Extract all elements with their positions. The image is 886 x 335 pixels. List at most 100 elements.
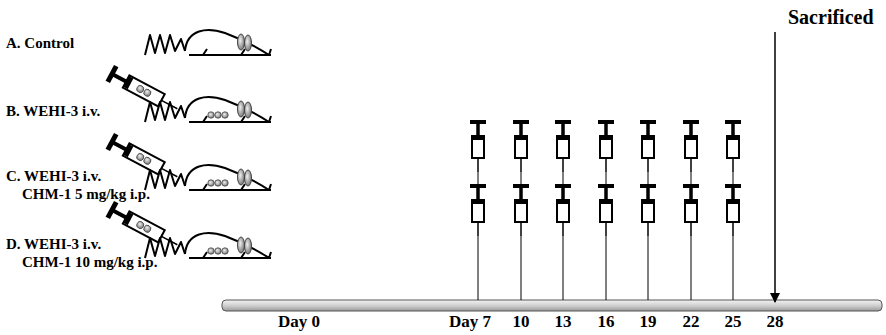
syringe-rod xyxy=(689,122,693,136)
mouse-figure xyxy=(145,233,271,258)
mouse-ear xyxy=(245,102,252,118)
day-label: 16 xyxy=(598,313,615,332)
syringe-rod xyxy=(561,122,565,136)
syringe-needle xyxy=(605,158,607,172)
leukemia-cell xyxy=(208,112,214,118)
syringe-barrel xyxy=(600,136,612,158)
syringe-needle xyxy=(520,222,522,236)
syringe-needle xyxy=(477,222,479,236)
syringe-rod xyxy=(731,122,735,136)
syringe-needle xyxy=(647,222,649,236)
syringe-needle xyxy=(647,158,649,172)
syringe-barrel xyxy=(557,136,569,158)
time-tick xyxy=(563,236,564,300)
injection-syringe xyxy=(108,202,182,253)
syringe-needle xyxy=(732,222,734,236)
syringe-barrel xyxy=(515,136,527,158)
ip-syringe xyxy=(725,122,741,172)
day-label: 28 xyxy=(767,313,784,332)
syringe-plunger xyxy=(516,200,526,204)
day-label: 10 xyxy=(513,313,530,332)
syringe-plunger xyxy=(516,136,526,140)
syringe-plunger xyxy=(473,136,483,140)
mouse-body xyxy=(185,165,271,190)
syringe-plunger xyxy=(686,200,696,204)
leukemia-cell xyxy=(143,156,152,165)
mouse-body xyxy=(185,233,271,258)
mouse-body xyxy=(185,30,271,55)
syringe-barrel xyxy=(472,200,484,222)
leukemia-cell xyxy=(208,248,214,254)
syringe-plunger xyxy=(558,200,568,204)
syringe-rod xyxy=(646,122,650,136)
leukemia-cell xyxy=(208,180,214,186)
day-label: 19 xyxy=(640,313,657,332)
leukemia-cell xyxy=(143,224,152,233)
mouse-ear xyxy=(238,237,245,253)
ip-syringe xyxy=(555,186,571,236)
time-tick xyxy=(606,172,607,186)
mouse-tail xyxy=(145,102,185,122)
syringe-barrel xyxy=(123,143,165,174)
group-label: B. WEHI-3 i.v. xyxy=(6,103,100,120)
syringe-rod xyxy=(561,186,565,200)
mouse-ear xyxy=(238,101,245,117)
syringe-barrel xyxy=(727,200,739,222)
injection-syringe xyxy=(108,66,182,117)
mouse-figure xyxy=(145,30,271,55)
timeline-bar xyxy=(222,300,882,311)
syringe-rod xyxy=(476,186,480,200)
leukemia-cell xyxy=(215,180,221,186)
ip-syringe xyxy=(470,122,486,172)
leukemia-cell xyxy=(222,180,228,186)
syringe-barrel xyxy=(685,200,697,222)
day-label: Day 7 xyxy=(449,313,491,332)
ip-syringe xyxy=(683,122,699,172)
time-tick xyxy=(521,172,522,186)
syringe-barrel xyxy=(472,136,484,158)
syringe-plunger xyxy=(728,136,738,140)
mouse-body xyxy=(185,97,271,122)
syringe-rod xyxy=(112,210,126,218)
syringe-barrel xyxy=(123,75,165,106)
leukemia-cell xyxy=(222,112,228,118)
syringe-needle xyxy=(732,158,734,172)
syringe-needle xyxy=(690,222,692,236)
time-tick xyxy=(606,236,607,300)
syringe-barrel xyxy=(727,136,739,158)
time-tick xyxy=(563,172,564,186)
group-label: CHM-1 5 mg/kg i.p. xyxy=(22,186,150,203)
syringe-rod xyxy=(646,186,650,200)
syringe-needle xyxy=(520,158,522,172)
syringe-plunger xyxy=(601,200,611,204)
group-label: A. Control xyxy=(6,35,74,52)
time-tick xyxy=(521,236,522,300)
leukemia-cell xyxy=(215,248,221,254)
syringe-needle xyxy=(477,158,479,172)
mouse-ear xyxy=(245,238,252,254)
ip-syringe xyxy=(598,122,614,172)
ip-syringe xyxy=(555,122,571,172)
time-tick xyxy=(733,236,734,300)
time-tick xyxy=(648,172,649,186)
time-tick xyxy=(691,236,692,300)
leukemia-cell xyxy=(215,112,221,118)
mouse-figure xyxy=(145,165,271,190)
syringe-barrel xyxy=(642,200,654,222)
syringe-plunger xyxy=(601,136,611,140)
syringe-needle xyxy=(562,222,564,236)
group-label: CHM-1 10 mg/kg i.p. xyxy=(22,254,157,271)
time-tick xyxy=(648,236,649,300)
syringe-needle xyxy=(690,158,692,172)
ip-syringe xyxy=(683,186,699,236)
ip-syringe xyxy=(640,122,656,172)
group-label: C. WEHI-3 i.v. xyxy=(6,168,101,185)
syringe-barrel xyxy=(515,200,527,222)
day-label: 22 xyxy=(683,313,700,332)
leukemia-cell xyxy=(143,88,152,97)
syringe-plunger xyxy=(558,136,568,140)
leukemia-cell xyxy=(222,248,228,254)
time-tick xyxy=(478,236,479,300)
syringe-rod xyxy=(604,186,608,200)
